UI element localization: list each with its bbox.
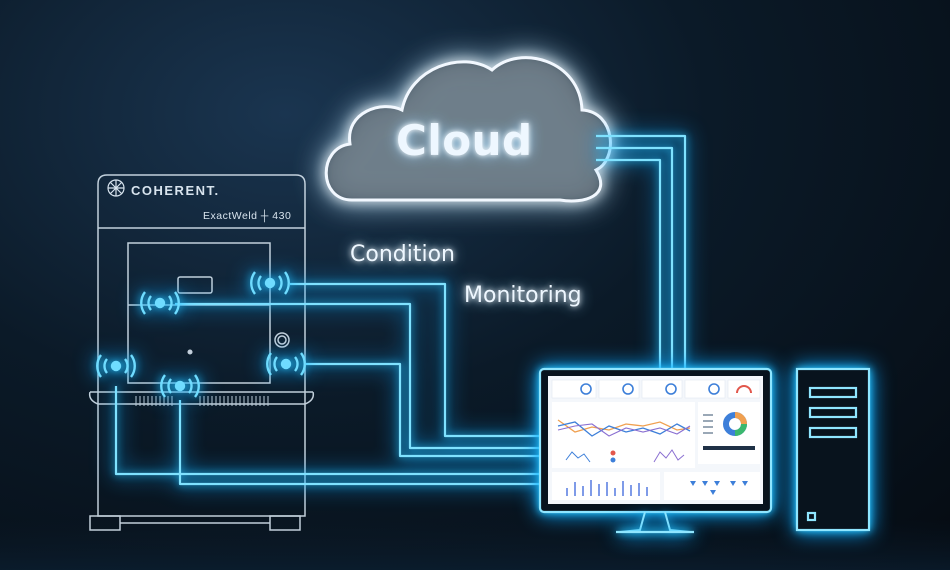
link-sensor-right-lower [306,362,540,458]
machine-body [97,174,306,517]
dashboard-mini-sparkline [565,451,591,463]
link-sensor-right-upper [290,282,540,438]
cloud-label: Cloud [396,116,533,165]
dashboard-mini-sparkline-2 [653,449,685,463]
wireless-sensor-icon [140,291,180,315]
machine-model: ExactWeld ┼ 430 [203,210,292,222]
wireless-sensor-icon [266,352,306,376]
wireless-sensor-icon [250,271,290,295]
dashboard-kpi-rings [580,383,720,395]
dashboard-donut [723,412,747,436]
dashboard-gauge [736,385,752,394]
link-sensor-left-lower [114,386,540,476]
computer-tower [795,367,871,532]
machine-window-dot [187,349,193,355]
dashboard-line-panel [552,402,695,468]
dashboard-kpi-row [551,379,761,399]
machine-window-slot [177,276,213,294]
dashboard-status-dot-red [610,450,616,456]
tower-case [795,367,871,532]
laser-welder-machine [88,174,315,531]
link-sensor-bottom [178,400,540,486]
tower-drive-bay-3 [808,426,858,439]
dashboard-bar-chart [566,480,648,496]
link-sensor-left-upper [175,302,540,450]
machine-ledge-corners [88,391,315,405]
dashboard-donut-legend [703,414,713,434]
machine-knob [274,332,290,348]
link-cloud-to-monitor-3 [596,158,662,370]
dashboard-map-markers [690,481,748,495]
dashboard-map-panel [664,472,760,500]
machine-window [127,242,271,384]
caption-line-2: Monitoring [464,283,582,308]
caption-line-1: Condition [350,242,455,267]
tower-drive-bay-2 [808,406,858,419]
dashboard-line-series-2 [557,421,691,437]
wireless-sensor-icon [96,354,136,378]
dashboard-status-dot-blue [610,457,616,463]
floor-reflection [0,520,950,570]
link-cloud-to-monitor-2 [596,146,674,370]
link-cloud-to-monitor-1 [596,134,687,370]
dashboard-line-series-3 [557,423,691,437]
cloud-shape [324,56,612,203]
monitor [538,367,773,534]
machine-vent-grille [135,396,269,406]
dashboard-dark-bar [703,446,755,450]
coherent-logo-icon [107,179,125,197]
tower-drive-bay-1 [808,386,858,399]
wireless-sensor-icon [160,374,200,398]
machine-brand: COHERENT. [131,183,220,198]
machine-knob-inner [277,335,287,345]
tower-power-button [806,511,817,522]
